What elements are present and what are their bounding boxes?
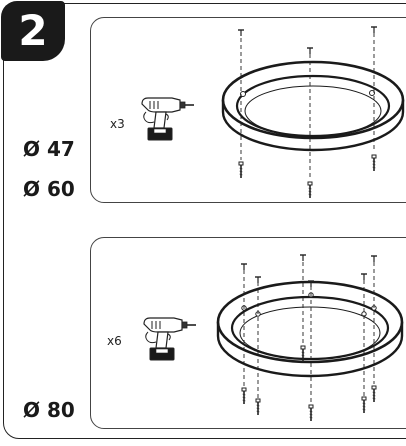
- instruction-frame: [3, 3, 406, 439]
- screw-quantity-1: x3: [110, 117, 125, 131]
- diameter-80-label: Ø 80: [23, 398, 75, 422]
- ring-light-icon: [221, 60, 405, 152]
- screw-quantity-2: x6: [107, 334, 122, 348]
- ring-light-icon: [216, 280, 404, 378]
- drill-icon: [141, 97, 195, 141]
- diameter-60-label: Ø 60: [23, 177, 75, 201]
- step-badge: 2: [1, 1, 65, 61]
- drill-icon: [143, 317, 197, 361]
- step-number: 2: [18, 6, 48, 55]
- diameter-47-label: Ø 47: [23, 137, 75, 161]
